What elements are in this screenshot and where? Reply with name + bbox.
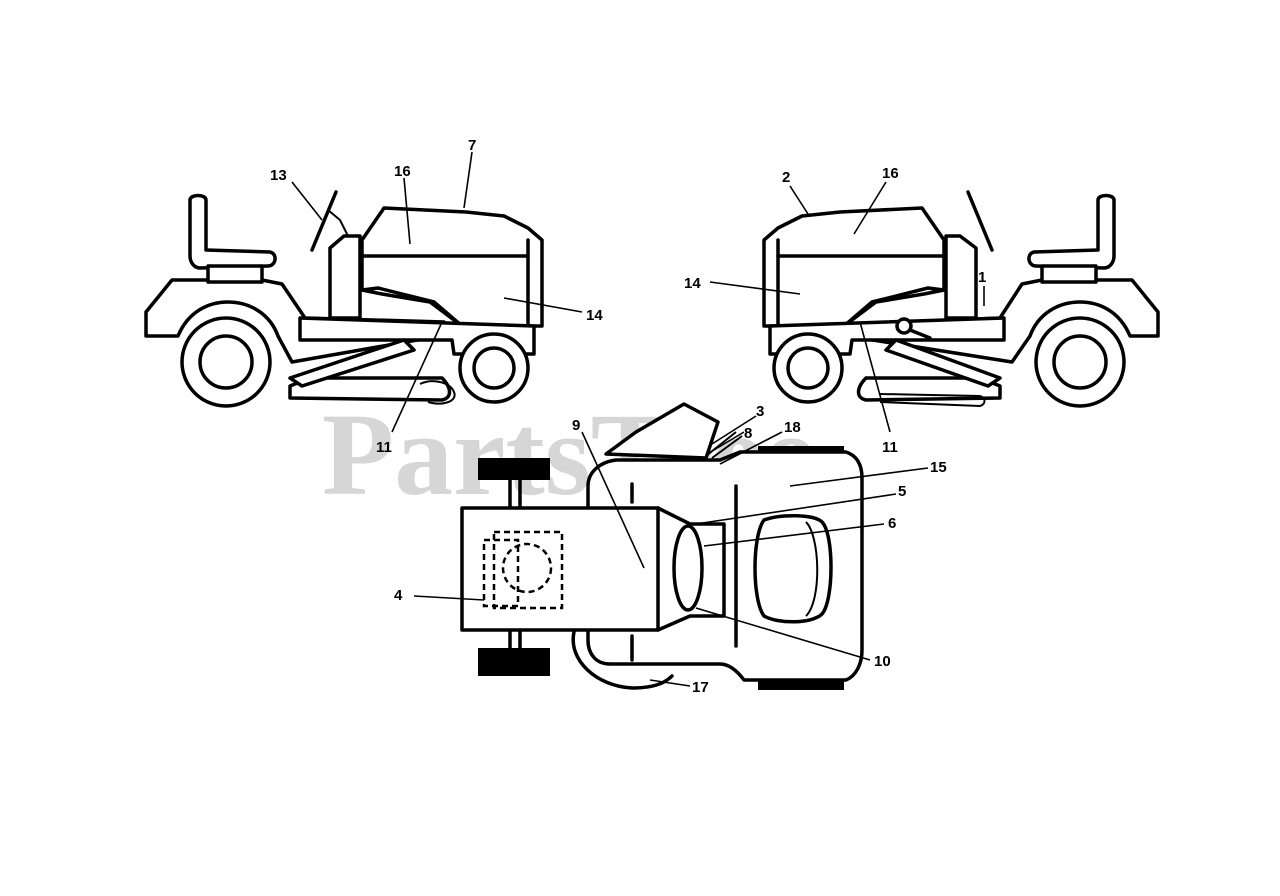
callout-8: 8 xyxy=(744,425,752,442)
callout-4: 4 xyxy=(394,587,403,604)
callout-9: 9 xyxy=(572,417,580,434)
tractor-top-view xyxy=(460,402,864,690)
callout-1: 1 xyxy=(978,269,986,286)
tractor-right-side-view xyxy=(762,190,1160,408)
callout-2: 2 xyxy=(782,169,790,186)
callout-11-left: 11 xyxy=(376,439,392,456)
callout-6: 6 xyxy=(888,515,896,532)
callout-16-left: 16 xyxy=(394,163,411,180)
callout-17: 17 xyxy=(692,679,709,696)
callout-14-left: 14 xyxy=(586,307,603,324)
callout-3: 3 xyxy=(756,403,764,420)
callout-18: 18 xyxy=(784,419,801,436)
callout-13: 13 xyxy=(270,167,287,184)
callout-14-right: 14 xyxy=(684,275,701,292)
callout-15: 15 xyxy=(930,459,947,476)
callout-16-right: 16 xyxy=(882,165,899,182)
tractor-left-side-view xyxy=(144,190,544,408)
callout-5: 5 xyxy=(898,483,906,500)
leader-lines xyxy=(291,151,985,687)
callout-numbers: 13 16 7 14 11 2 16 14 1 11 3 8 18 9 15 5… xyxy=(270,137,986,696)
callout-11-right: 11 xyxy=(882,439,898,456)
callout-7: 7 xyxy=(468,137,476,154)
callout-10: 10 xyxy=(874,653,891,670)
